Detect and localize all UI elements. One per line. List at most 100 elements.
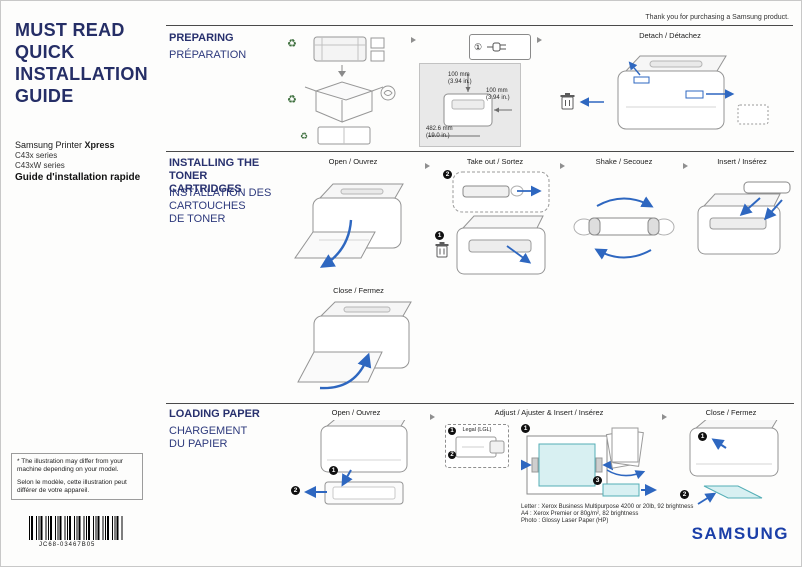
power-cable-icon: [380, 85, 396, 101]
next-step-arrow-icon: [560, 163, 565, 169]
close-arrow-icon: [711, 438, 727, 450]
footnote: * The illustration may differ from your …: [11, 453, 143, 500]
preparing-title-fr: PRÉPARATION: [169, 49, 247, 61]
toner-title-fr: INSTALLATION DES CARTOUCHES DE TONER: [169, 187, 272, 225]
shake-arrow-icon: [596, 196, 654, 208]
barcode: [29, 516, 124, 540]
step-badge: 2: [443, 170, 452, 179]
callout-step-number: ①: [474, 41, 483, 52]
step-badge: 1: [435, 231, 444, 240]
step-label-paper-adjust: Adjust / Ajuster & Insert / Insérez: [494, 408, 604, 417]
recycle-icon: ♻: [287, 94, 297, 106]
fan-arrow-icon: [606, 469, 646, 480]
step-badge: 1: [521, 424, 530, 433]
paper-close-illustration: [689, 420, 779, 505]
front-door: [297, 351, 383, 383]
detach-illustration: [560, 55, 769, 130]
wrapped-printer: [313, 36, 385, 62]
printer-illustration: [456, 215, 546, 275]
product-series: C43x series C43xW series: [15, 151, 65, 170]
panel-toner-insert: Insert / Insérez: [690, 157, 794, 285]
tape-strip: [685, 90, 704, 99]
step-label-toner-close: Close / Fermez: [333, 286, 384, 295]
product-brand: Xpress: [84, 140, 115, 150]
output-sheet: [703, 485, 763, 499]
dim-side: 100 mm (3.94 in.): [486, 88, 510, 101]
unboxing-illustration: ♻ ♻ ♻: [287, 36, 396, 145]
tray-adjust-illustration: [520, 435, 614, 495]
footnote-en: * The illustration may differ from your …: [17, 458, 123, 473]
paper-guide: [531, 457, 539, 473]
next-step-arrow-icon: [411, 37, 416, 43]
thank-you-text: Thank you for purchasing a Samsung produ…: [645, 14, 789, 21]
recycle-icon: ♻: [300, 131, 308, 141]
protective-sheet: [737, 104, 769, 125]
accessory-box: [317, 126, 371, 145]
tray-arrow-icon: [341, 469, 353, 487]
step-label-paper-close: Close / Fermez: [705, 408, 757, 417]
paper-spec-notes: Letter : Xerox Business Multipurpose 420…: [521, 504, 694, 524]
toner-open-illustration: [294, 183, 404, 268]
paper-open-illustration: [304, 420, 408, 505]
dim-front: 482.6 mm (19.0 in.): [426, 126, 453, 139]
legal-inset: Legal (LGL) 1 2: [445, 424, 509, 468]
loading-title-en: LOADING PAPER: [169, 408, 260, 420]
footnote-fr: Selon le modèle, cette illustration peut…: [17, 479, 127, 494]
step-badge: 2: [680, 490, 689, 499]
open-arrow-icon: [319, 219, 353, 268]
legal-tray-illustration: [455, 436, 505, 458]
toner-title-en: INSTALLING THE TONER CARTRIDGES: [169, 157, 260, 195]
paper-guide: [595, 457, 603, 473]
plug-icon: [487, 42, 507, 52]
preparing-title-en: PREPARING: [169, 32, 234, 44]
dim-top: 100 mm (3.94 in.): [448, 72, 472, 85]
tape-strip: [633, 76, 650, 84]
step-badge: 3: [593, 476, 602, 485]
panel-paper-close: Close / Fermez 1 2: [668, 408, 794, 520]
next-step-arrow-icon: [430, 414, 435, 420]
header-rule: [166, 25, 793, 26]
power-callout: ①: [469, 34, 531, 60]
paper-stack: [538, 443, 596, 487]
step-badge: 1: [698, 432, 707, 441]
step-badge: 2: [448, 451, 456, 459]
printer-illustration: [617, 55, 727, 130]
panel-paper-open: Open / Ouvrez 1 2: [285, 408, 427, 520]
loading-title-fr: CHARGEMENT DU PAPIER: [169, 425, 248, 450]
next-step-arrow-icon: [662, 414, 667, 420]
samsung-logo: SAMSUNG: [691, 524, 789, 543]
output-arrow-icon: [697, 492, 717, 505]
clearance-illustration: [428, 74, 512, 137]
insert-arrow-icon: [764, 199, 783, 221]
step-badge: 1: [448, 427, 456, 435]
next-step-arrow-icon: [425, 163, 430, 169]
product-name: Samsung Printer Xpress: [15, 140, 115, 150]
step-badge: 1: [329, 466, 338, 475]
panel-toner-open: Open / Ouvrez: [285, 157, 421, 285]
toner-cartridge: [743, 181, 791, 194]
panel-toner-shake: Shake / Secouez: [567, 157, 681, 285]
shake-arrow-icon: [594, 248, 652, 260]
legal-label: Legal (LGL): [462, 427, 492, 433]
clearance-diagram: 100 mm (3.94 in.) 100 mm (3.94 in.) 482.…: [419, 63, 521, 147]
close-arrow-icon: [319, 352, 372, 390]
front-door: [294, 231, 376, 259]
panel-paper-adjust: Adjust / Ajuster & Insert / Insérez Lega…: [437, 408, 661, 520]
toner-close-illustration: [297, 301, 412, 390]
toner-insert-illustration: [697, 181, 791, 255]
trash-icon: [435, 242, 449, 258]
step-badge: 2: [291, 486, 300, 495]
panel-toner-takeout: Take out / Sortez 1 2: [433, 157, 557, 285]
recycle-icon: ♻: [287, 38, 297, 50]
paper-fan-illustration: [602, 427, 657, 497]
guide-subtitle-fr: Guide d'installation rapide: [15, 172, 141, 183]
next-step-arrow-icon: [683, 163, 688, 169]
guide-title: MUST READ QUICK INSTALLATION GUIDE: [15, 20, 148, 106]
insert-arrow-icon: [739, 197, 761, 216]
step-label-toner-insert: Insert / Insérez: [717, 157, 767, 166]
step-label-toner-takeout: Take out / Sortez: [466, 157, 524, 166]
step-label-detach: Detach / Détachez: [639, 31, 701, 40]
step-label-paper-open: Open / Ouvrez: [331, 408, 381, 417]
step-label-toner-open: Open / Ouvrez: [328, 157, 378, 166]
